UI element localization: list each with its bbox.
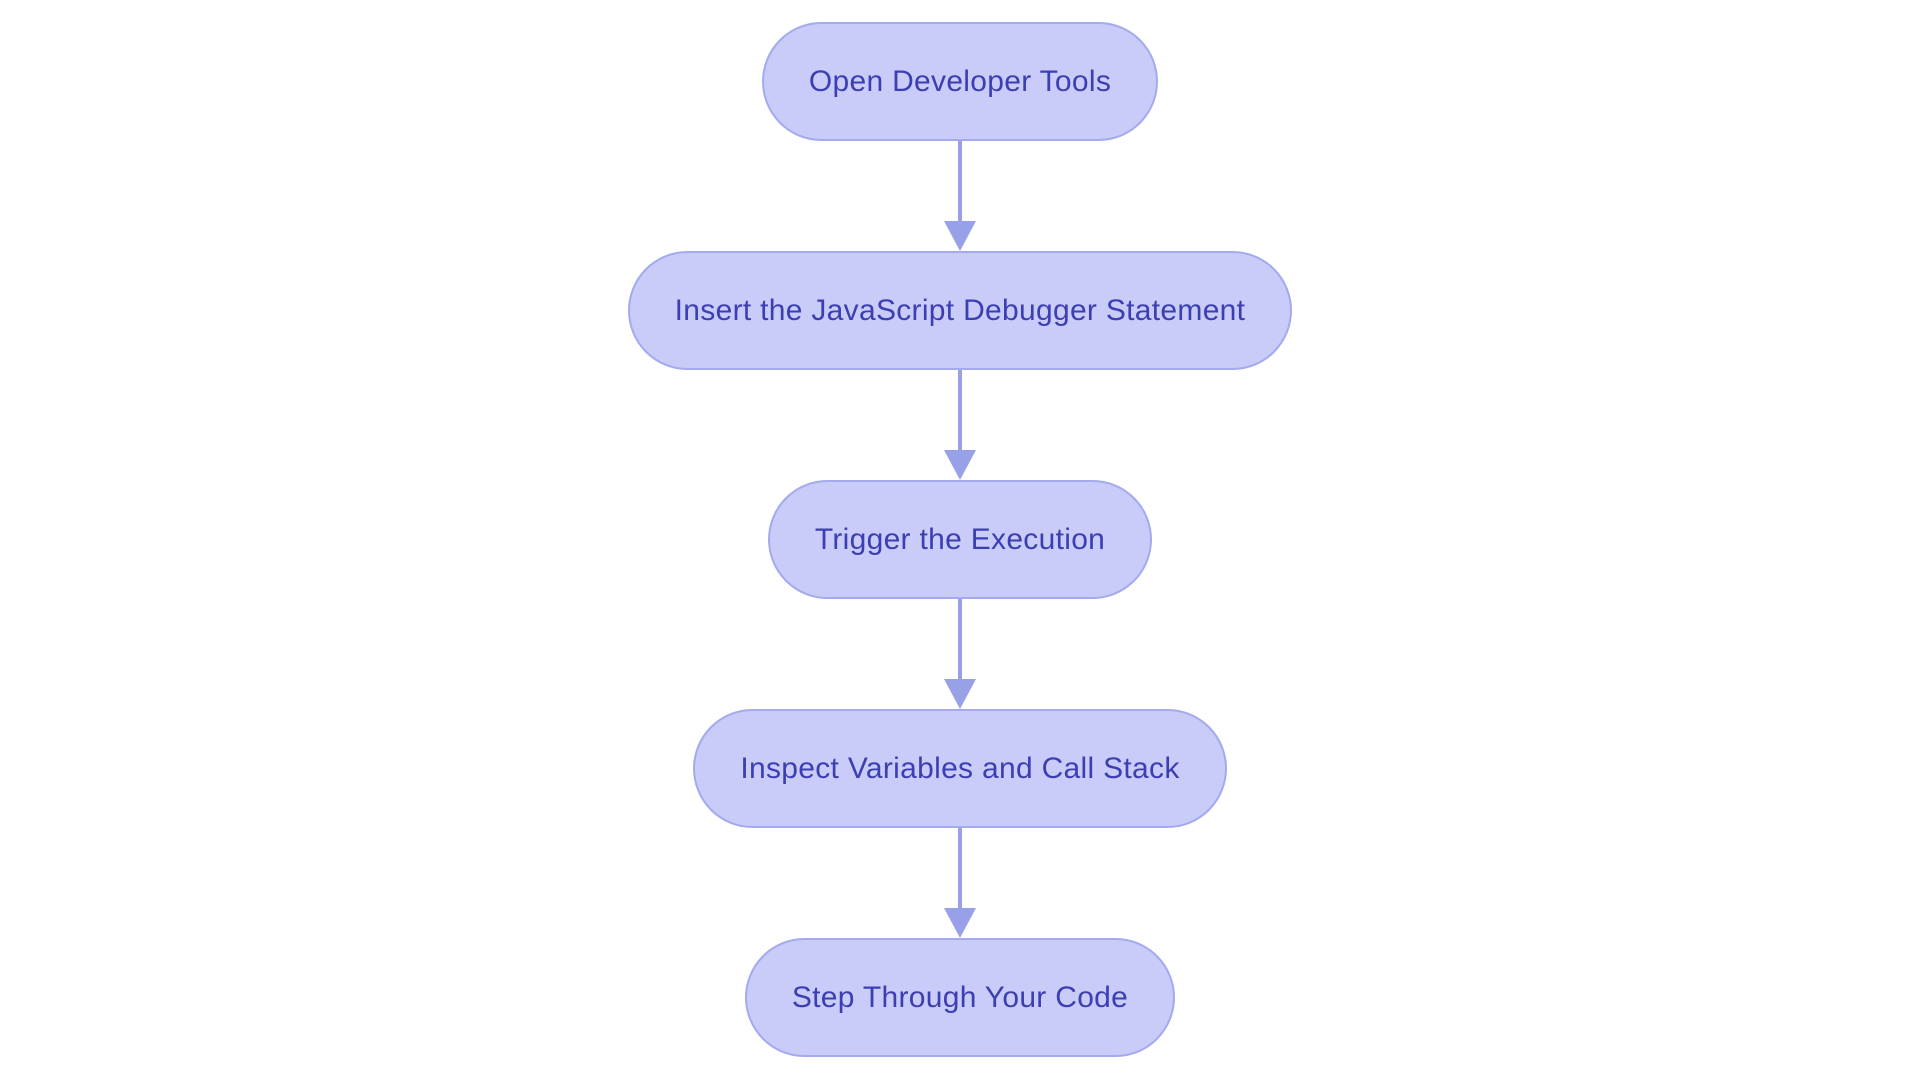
flow-node-open-developer-tools: Open Developer Tools (761, 22, 1159, 141)
node-label: Insert the JavaScript Debugger Statement (674, 293, 1246, 327)
arrow-down-icon (944, 370, 976, 480)
arrow-down-icon (944, 599, 976, 709)
node-label: Open Developer Tools (808, 64, 1112, 98)
flow-node-inspect-variables-call-stack: Inspect Variables and Call Stack (693, 709, 1227, 828)
flow-node-trigger-execution: Trigger the Execution (767, 480, 1153, 599)
flow-node-insert-debugger-statement: Insert the JavaScript Debugger Statement (627, 251, 1293, 370)
arrow-down-icon (944, 828, 976, 938)
node-label: Step Through Your Code (791, 980, 1129, 1014)
arrow-down-icon (944, 141, 976, 251)
node-label: Inspect Variables and Call Stack (740, 751, 1180, 785)
flowchart: Open Developer Tools Insert the JavaScri… (0, 22, 1920, 1057)
flow-node-step-through-code: Step Through Your Code (744, 938, 1176, 1057)
node-label: Trigger the Execution (814, 522, 1106, 556)
